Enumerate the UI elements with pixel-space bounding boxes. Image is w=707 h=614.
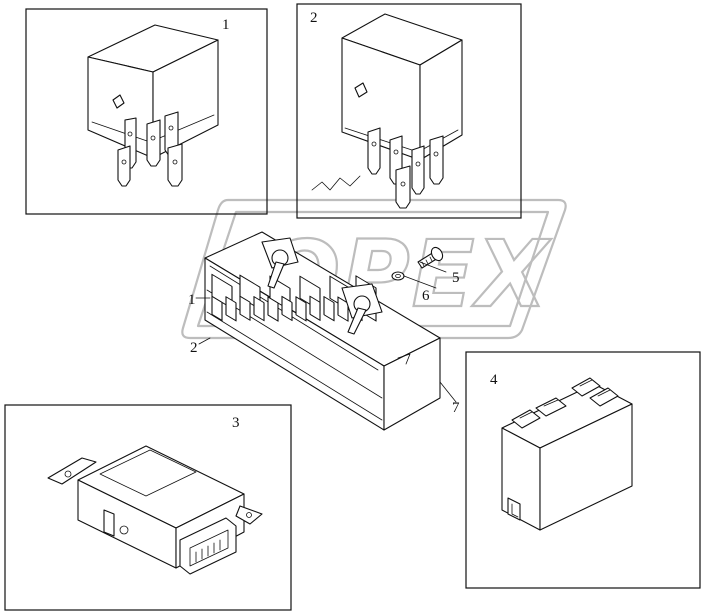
module-flange-right: [235, 505, 263, 525]
fuse-box-end: [383, 337, 441, 431]
fuse-box-front-edge: [209, 265, 379, 371]
panel-1: 1: [25, 8, 268, 215]
relay-1-pin: [117, 145, 131, 187]
relay-module-terminal: [589, 387, 619, 407]
bracket-tab: [267, 261, 285, 289]
relay-module-side: [539, 403, 633, 531]
callout-7: 7: [452, 400, 460, 416]
relay-module-latch: [507, 497, 521, 521]
fuse-slot: [281, 295, 293, 322]
mounting-bracket: [341, 283, 383, 335]
module-flange-hole: [246, 512, 252, 518]
module-top-raised: [99, 449, 197, 497]
fuse-slot: [225, 296, 237, 322]
relay-module-terminal-slot: [579, 379, 593, 387]
module-connector-pins: [195, 539, 221, 563]
panel-2-frame: [296, 3, 522, 219]
panel-4-label: 4: [490, 372, 498, 388]
panel-4: 4: [465, 351, 701, 589]
callout-5: 5: [452, 270, 460, 286]
relay-module-terminal-slot: [543, 399, 559, 407]
relay-module-terminal: [511, 409, 541, 429]
bracket-tab: [347, 307, 367, 335]
module-flange-left: [47, 457, 97, 485]
mounting-bracket: [261, 237, 299, 289]
fuse-slot: [337, 296, 349, 322]
relay-2-pin: [395, 165, 411, 209]
relay-module-terminal: [571, 377, 601, 397]
panel-1-label: 1: [222, 17, 230, 33]
relay-module-terminal: [535, 397, 567, 417]
relay-module-terminal-slot: [519, 411, 533, 419]
watermark-outline: [181, 198, 567, 340]
relay-2-pin-hole: [433, 151, 439, 157]
fuse-slot: [309, 295, 321, 321]
panel-2: 2: [296, 3, 522, 219]
fuse-slot: [253, 295, 265, 322]
module-clip-hole: [119, 525, 129, 535]
callout-1: 1: [188, 292, 196, 308]
fuse-row-leader: [198, 337, 211, 345]
relay-2-pin-hole: [400, 181, 406, 187]
fuse-box-low-edge: [206, 311, 383, 421]
control-module: [47, 445, 263, 575]
screw: [417, 246, 444, 269]
relay-2-pin-hole: [393, 149, 399, 155]
fuse-slot: [323, 296, 335, 322]
box-leader: [439, 381, 457, 403]
relay-2-pin: [367, 127, 381, 175]
panel-3-frame: [4, 404, 292, 611]
relay-1-pin-hole: [168, 125, 174, 131]
relay-1-pin: [146, 119, 161, 167]
relay-2-pin-hole: [415, 161, 421, 167]
relay-2-pin: [411, 145, 425, 195]
relay-2-pin: [429, 135, 444, 185]
washer-leader: [403, 275, 437, 289]
fuse-slot: [295, 296, 307, 322]
relay-module: [501, 377, 633, 531]
panel-4-frame: [465, 351, 701, 589]
panel-2-label: 2: [310, 10, 318, 26]
screw-leader: [419, 261, 447, 273]
relay-1-pin-hole: [121, 159, 127, 165]
callout-2: 2: [190, 340, 198, 356]
relay-module-terminal-slot: [597, 389, 611, 397]
washer: [391, 271, 405, 281]
relay-1-pin-hole: [127, 131, 133, 137]
relay-1-pin: [167, 143, 183, 187]
washer-hole: [395, 273, 401, 278]
module-clip: [103, 509, 115, 537]
relay-1: [87, 24, 219, 187]
fuse-box-assembly: 1 2 5 6 7: [188, 231, 460, 431]
relay-1-left: [87, 56, 154, 159]
relay-module-latch-detail: [511, 503, 519, 518]
screw-head: [430, 246, 444, 262]
relay-2-pin-hole: [371, 141, 377, 147]
relay-2: [311, 13, 463, 209]
box-tab: [397, 353, 411, 365]
relay-1-latch: [112, 94, 125, 109]
panel-1-frame: [25, 8, 268, 215]
relay-1-pin-hole: [150, 135, 156, 141]
relay-2-latch: [354, 82, 368, 98]
panel-3: 3: [4, 404, 292, 611]
relay-2-right: [419, 39, 463, 161]
module-flange-hole: [64, 470, 72, 478]
callout-6: 6: [422, 288, 430, 304]
fuse-slot: [267, 296, 279, 322]
panel-3-label: 3: [232, 415, 240, 431]
relay-1-pin-hole: [172, 159, 178, 165]
fuse-slot: [211, 295, 223, 322]
module-connector-face: [189, 529, 229, 567]
fuse-slot: [239, 295, 251, 321]
relay-2-break-line: [311, 175, 361, 191]
